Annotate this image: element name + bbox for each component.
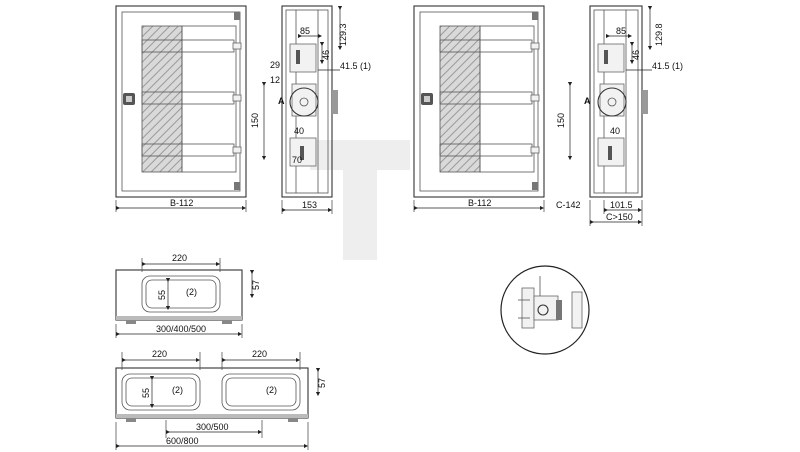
side-view-2-41: 41.5 (1) — [652, 61, 683, 71]
top-view-single: 220 55 (2) 57 300/400/500 — [115, 253, 261, 338]
top-view-single-55: 55 — [157, 290, 167, 300]
side-view-1-150: 150 — [250, 113, 260, 128]
side-view-1: 153 129.3 85 46 29 12 41.5 (1) A 150 40 … — [250, 5, 371, 214]
side-view-2-46: 46 — [631, 50, 641, 60]
front-view-2: B-112 — [413, 5, 545, 212]
top-view-double: 220 220 55 (2) (2) 57 300/500 600/800 — [115, 349, 327, 450]
side-view-1-40: 40 — [294, 126, 304, 136]
top-view-double-55: 55 — [141, 388, 151, 398]
side-view-1-46: 46 — [321, 50, 331, 60]
watermark: T — [310, 140, 410, 260]
detail-circle-a — [500, 265, 590, 355]
side-view-1-85: 85 — [300, 26, 310, 36]
side-view-1-29: 29 — [270, 60, 280, 70]
top-view-single-overall: 300/400/500 — [156, 324, 206, 334]
side-view-1-70: 70 — [292, 155, 302, 165]
top-view-single-count: (2) — [186, 287, 197, 297]
top-view-double-overall: 600/800 — [166, 436, 199, 446]
top-view-double-span: 300/500 — [196, 422, 229, 432]
side-view-2: 129.8 85 46 41.5 (1) A 150 40 C-142 101.… — [556, 5, 683, 226]
top-view-double-count-left: (2) — [172, 385, 183, 395]
side-view-2-85: 85 — [616, 26, 626, 36]
top-view-single-220: 220 — [172, 253, 187, 263]
front-view-2-width-label: B-112 — [468, 198, 491, 208]
top-view-double-220-left: 220 — [152, 349, 167, 359]
side-view-2-top-offset: 129.8 — [654, 23, 664, 46]
front-view-1: B-112 — [115, 5, 247, 212]
side-view-2-101: 101.5 — [610, 200, 633, 210]
top-view-double-count-right: (2) — [266, 385, 277, 395]
side-view-1-depth: 153 — [302, 200, 317, 210]
side-view-2-cgt: C>150 — [606, 212, 633, 222]
side-view-2-c142: C-142 — [556, 200, 581, 210]
side-view-1-41: 41.5 (1) — [340, 61, 371, 71]
side-view-1-top-offset: 129.3 — [338, 23, 348, 46]
front-view-1-width-label: B-112 — [170, 198, 193, 208]
top-view-double-220-right: 220 — [252, 349, 267, 359]
side-view-1-12: 12 — [270, 75, 280, 85]
side-view-2-40: 40 — [610, 126, 620, 136]
top-view-double-57: 57 — [317, 378, 327, 388]
side-view-1-section-a: A — [278, 96, 285, 106]
side-view-2-section-a: A — [584, 96, 591, 106]
top-view-single-57: 57 — [251, 280, 261, 290]
side-view-2-150: 150 — [556, 113, 566, 128]
